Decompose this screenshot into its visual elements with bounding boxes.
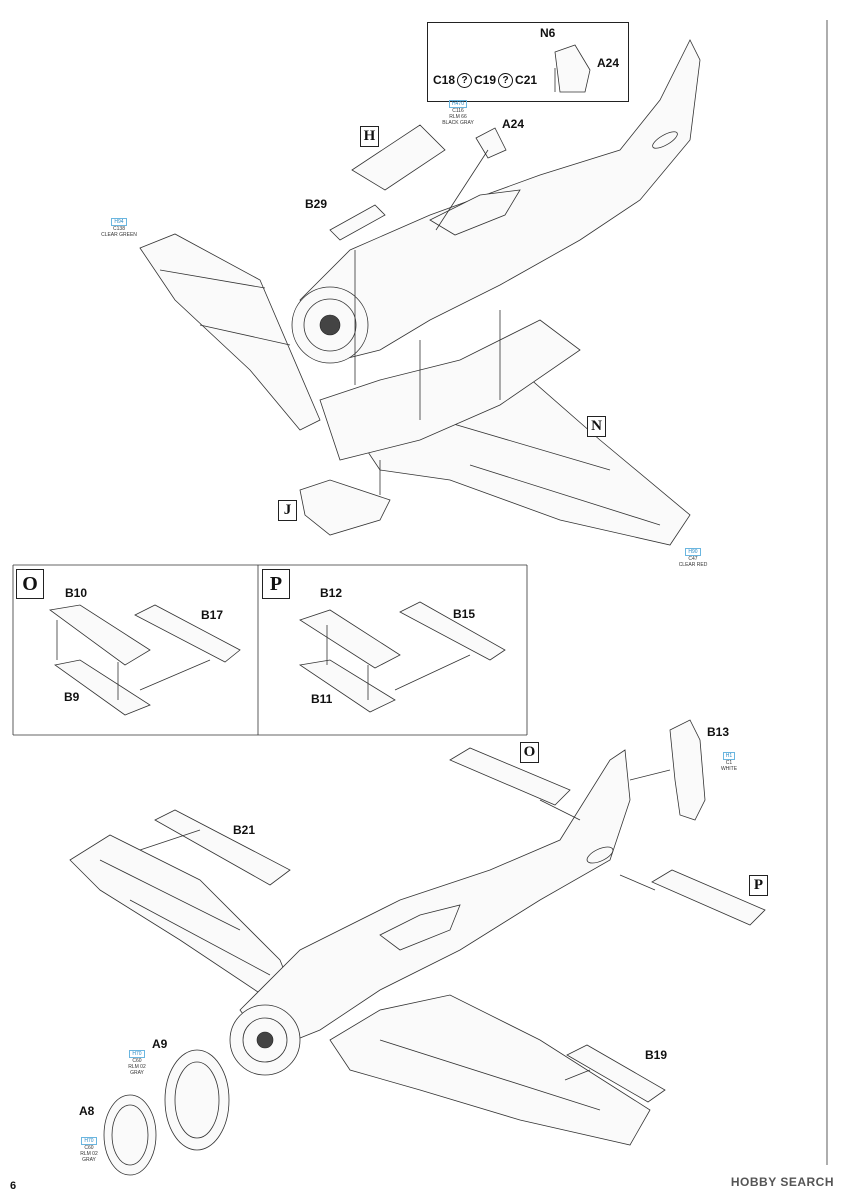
part-label-b10: B10: [65, 586, 88, 600]
part-label-a9: A9: [152, 1037, 168, 1051]
part-label-b11: B11: [311, 692, 333, 706]
part-label-b17: B17: [201, 608, 224, 622]
page-number: 6: [10, 1180, 17, 1192]
step-marker-o: O: [520, 742, 539, 763]
step-marker-p: P: [749, 875, 768, 896]
inset-label-c18: C18: [433, 73, 456, 87]
watermark-text: HOBBY SEARCH: [730, 1175, 834, 1189]
inset-label-c21: C21: [515, 73, 538, 87]
part-label-a8: A8: [79, 1104, 95, 1118]
paint-callout-c60-a9: H70 C60 RLM 02 GRAY: [128, 1050, 146, 1076]
optional-icon: ?: [457, 73, 473, 89]
inset-option-row: C18?C19?C21: [433, 73, 538, 89]
part-label-b9: B9: [64, 690, 80, 704]
inset-label-c19: C19: [474, 73, 497, 87]
part-label-b12: B12: [320, 586, 343, 600]
paint-callout-c116: H470 C116 RLM 66 BLACK GRAY: [442, 100, 474, 126]
paint-callout-c47: H90 C47 CLEAR RED: [678, 548, 708, 568]
step-marker-n: N: [587, 416, 606, 437]
part-label-b29: B29: [305, 197, 328, 211]
optional-icon: ?: [498, 73, 514, 89]
inset-label-a24: A24: [597, 56, 620, 70]
paint-callout-c60-a8: H70 C60 RLM 02 GRAY: [80, 1137, 98, 1163]
part-label-b13: B13: [707, 725, 730, 739]
subassembly-title-p: P: [262, 569, 290, 599]
subassembly-title-o: O: [16, 569, 44, 599]
step-marker-j: J: [278, 500, 297, 521]
part-label-b15: B15: [453, 607, 476, 621]
paint-callout-c138: H94 C138 CLEAR GREEN: [101, 218, 137, 238]
inset-label-n6: N6: [540, 26, 556, 40]
paint-callout-c1: H1 C1 WHITE: [720, 752, 738, 772]
part-label-b19: B19: [645, 1048, 668, 1062]
part-label-b21: B21: [233, 823, 256, 837]
step-marker-h: H: [360, 126, 379, 147]
part-label-a24: A24: [502, 117, 525, 131]
detail-inset: [427, 22, 629, 102]
